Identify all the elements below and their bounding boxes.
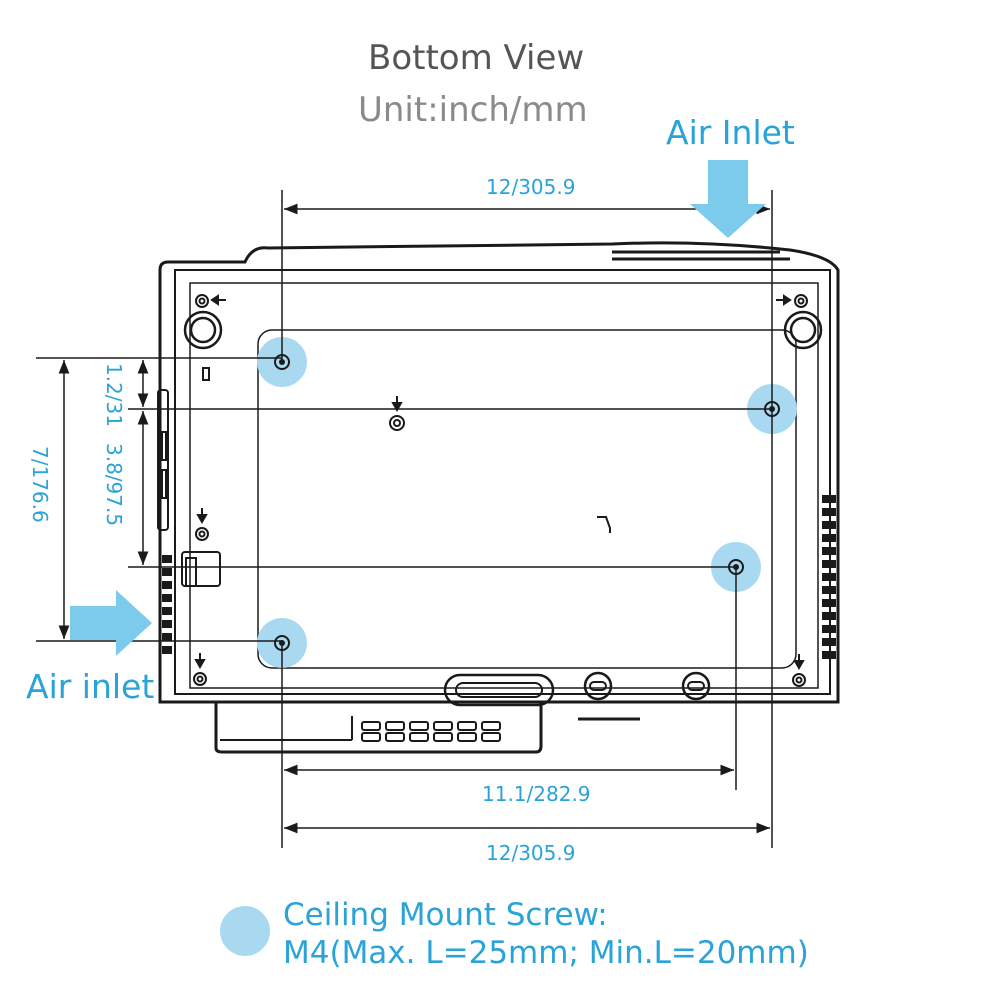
air-inlet-left-arrow [70,590,152,656]
air-inlet-top-arrow [690,160,766,238]
top-vent [612,250,790,261]
legend-line-2: M4(Max. L=25mm; Min.L=20mm) [283,935,809,971]
unit-label: Unit:inch/mm [358,90,588,130]
screw-arrows [194,294,805,671]
legend-screw-swatch [220,906,270,956]
air-inlet-top-label: Air Inlet [666,113,795,152]
dimension-top-width: 12/305.9 [486,175,576,199]
mount-panel [257,329,797,669]
legend-line-1: Ceiling Mount Screw: [283,897,608,933]
bottom-fixtures [443,671,711,707]
adjustable-feet [183,310,823,350]
ceiling-mount-screws [257,337,797,668]
left-slots [157,389,221,587]
left-vent [162,555,172,654]
dimension-arrows [58,203,770,834]
dimension-bottom-width: 12/305.9 [486,841,576,865]
dimension-mid-width: 11.1/282.9 [482,782,591,806]
right-vent [822,495,836,659]
small-screws [193,294,808,687]
diagram-title: Bottom View [368,38,585,78]
foot-vents [220,716,501,742]
extension-lines [36,190,773,848]
air-inlet-left-label: Air inlet [26,667,155,706]
